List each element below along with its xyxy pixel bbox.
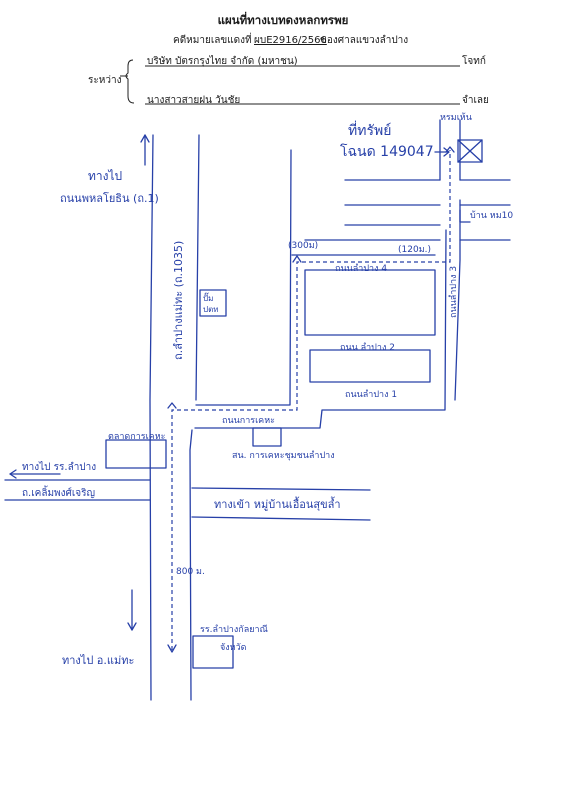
- side-roads: [194, 119, 511, 429]
- defendant-name: นางสาวสายฝน วันชัย: [147, 95, 241, 106]
- property-marker: [434, 139, 483, 223]
- plaintiff-role: โจทก์: [462, 56, 486, 67]
- court-name: ของศาลแขวงลำปาง: [320, 35, 409, 46]
- market-label: ตลาดการเคหะ: [108, 432, 166, 442]
- gas-station-label: ปั๊ม: [203, 292, 213, 303]
- gas-station-brand: ปตท: [203, 305, 219, 314]
- defendant-role: จำเลย: [462, 95, 489, 106]
- lower-roads: [4, 289, 371, 669]
- school-label: รร.ลำปางกัลยาณี: [200, 624, 268, 635]
- main-road: [149, 134, 200, 701]
- main-road-label: ถ.ลำปางแม่ทะ (ถ.1035): [172, 241, 185, 360]
- road-soi-4: ถนนลำปาง 4: [335, 263, 387, 274]
- route-path: [167, 146, 455, 653]
- road-soi-1: ถนนลำปาง 1: [345, 389, 397, 400]
- housing-road-label: ถนนการเคหะ: [222, 416, 275, 426]
- house-label: บ้าน หม10: [470, 210, 513, 221]
- direction-arrows: [9, 134, 150, 631]
- village-road-label: ทางเข้า หมู่บ้านเอื้อนสุขล้ำ: [214, 496, 341, 511]
- housing-office-label: สน. การเคหะชุมชนลำปาง: [232, 450, 335, 461]
- distance-120: (120ม.): [398, 245, 431, 255]
- document-title: แผนที่ทางเบทดงหลกทรพย: [217, 13, 349, 27]
- to-north-label: ทางไป: [88, 169, 122, 183]
- school-label-2: จังหวัด: [220, 643, 247, 653]
- case-number-label: คดีหมายเลขแดงที่: [173, 35, 252, 46]
- to-north-road: ถนนพหลโยธิน (ถ.1): [60, 191, 159, 205]
- title-deed: โฉนด 149047: [340, 143, 434, 160]
- road-soi-2: ถนน ลำปาง 2: [340, 342, 395, 353]
- marker-label: หรมเห้น: [440, 112, 472, 123]
- road-soi-3: ถนนลำปาง 3: [448, 266, 459, 318]
- distance-300: (300ม): [288, 241, 318, 251]
- distance-800: 800 ม.: [176, 567, 205, 577]
- header-lines: [120, 59, 460, 105]
- property-label: ที่ทรัพย์: [348, 121, 391, 139]
- map-labels: ที่ทรัพย์ โฉนด 149047 หรมเห้น บ้าน หม10 …: [22, 112, 513, 667]
- to-south-label: ทางไป อ.แม่ทะ: [62, 654, 134, 667]
- plaintiff-name: บริษัท บัตรกรุงไทย จำกัด (มหาชน): [147, 56, 298, 67]
- west-road-label: ถ.เคลิ้มพงศ์เจริญ: [22, 485, 95, 499]
- between-label: ระหว่าง: [88, 75, 122, 86]
- case-number: ผบE2916/2566: [254, 35, 327, 46]
- to-school-label: ทางไป รร.ลำปาง: [22, 461, 96, 473]
